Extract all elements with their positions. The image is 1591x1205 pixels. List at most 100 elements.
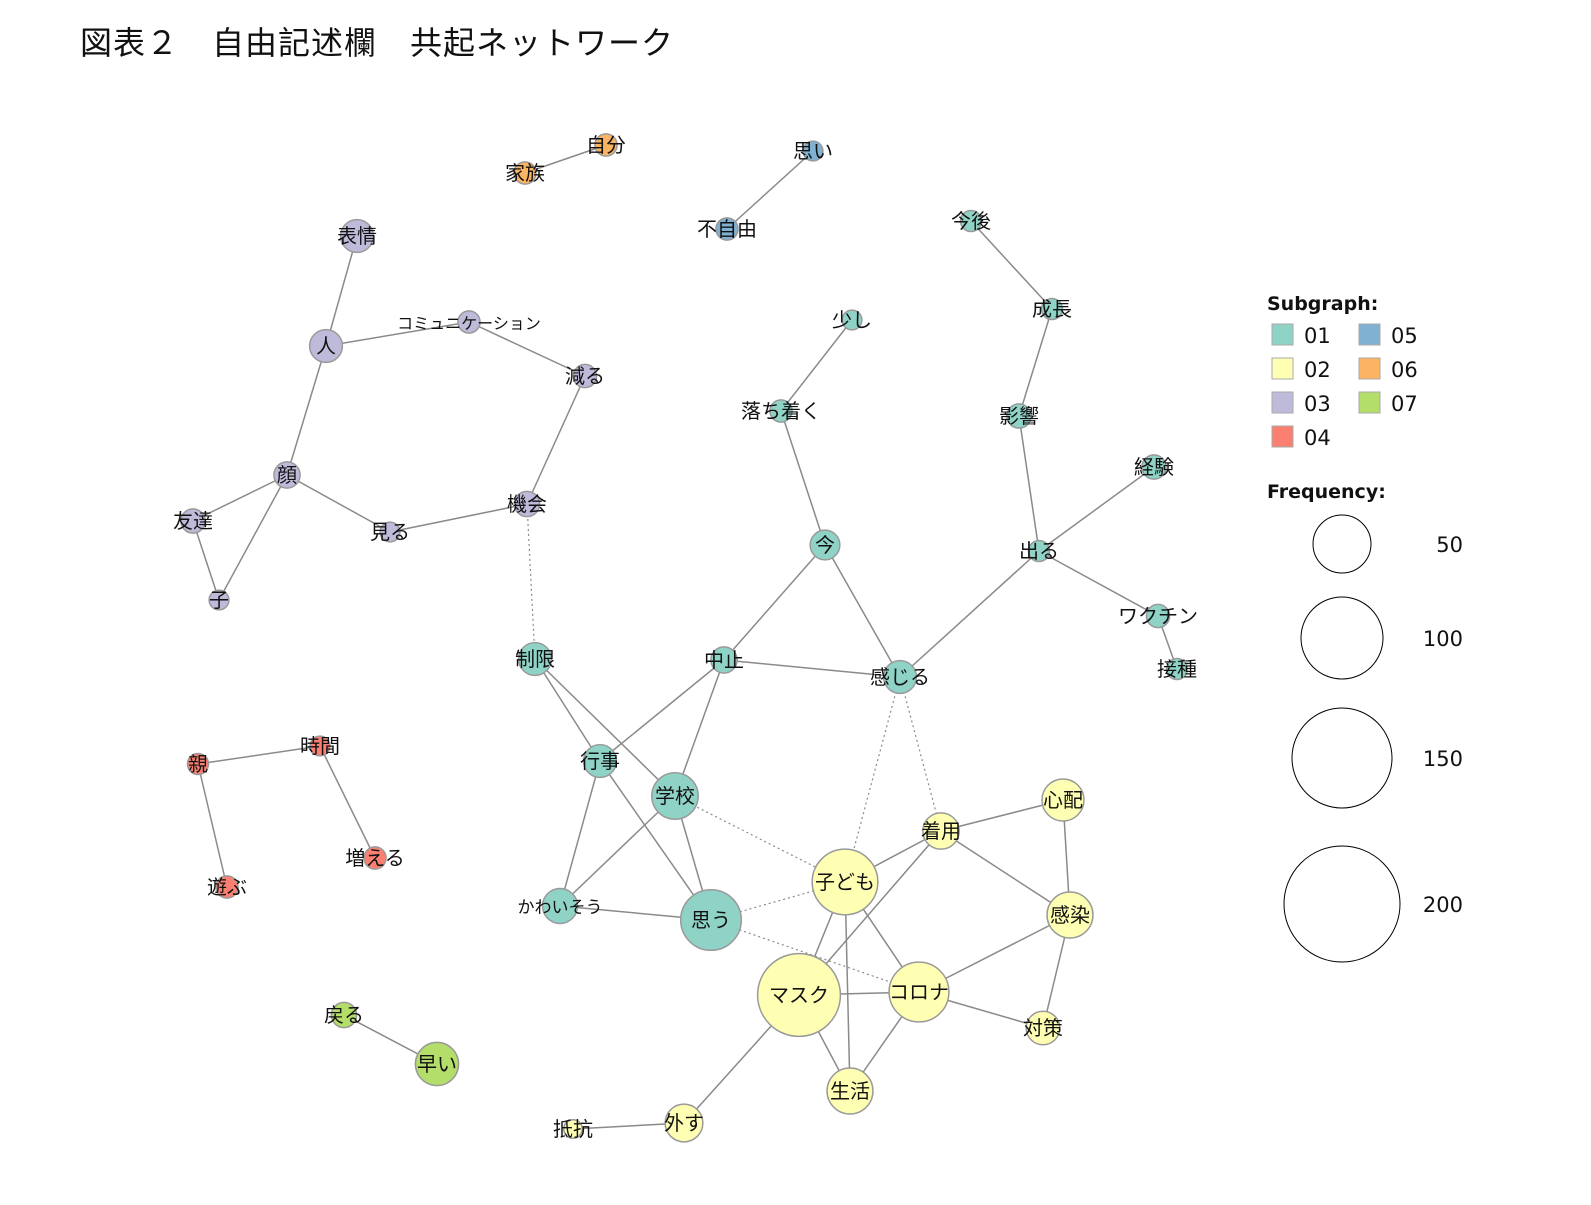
node-自分: 自分 xyxy=(586,133,626,157)
node-label: 生活 xyxy=(830,1079,870,1103)
node-感染: 感染 xyxy=(1046,891,1094,939)
node-circle xyxy=(1040,297,1064,321)
node-label: 戻る xyxy=(324,1003,364,1027)
node-circle xyxy=(363,846,387,870)
node-機会: 機会 xyxy=(507,490,547,518)
edge-親-時間 xyxy=(197,745,321,765)
node-label: 自分 xyxy=(586,133,626,157)
node-circle xyxy=(414,1041,460,1087)
node-label: 心配 xyxy=(1043,788,1083,812)
edge-人-コミュニケーション xyxy=(325,321,470,347)
node-外す: 外す xyxy=(664,1103,704,1143)
legend-swatch-05 xyxy=(1358,323,1381,346)
edge-感じる-着用 xyxy=(899,676,942,832)
edge-落ち着く-今 xyxy=(780,410,826,546)
node-circle xyxy=(379,521,401,543)
node-circle xyxy=(1006,403,1032,429)
node-遊ぶ: 遊ぶ xyxy=(207,875,247,899)
node-circle xyxy=(572,363,598,389)
node-label: 不自由 xyxy=(697,217,757,241)
node-label: 機会 xyxy=(507,492,547,516)
node-circle xyxy=(330,1001,358,1029)
node-着用: 着用 xyxy=(921,812,961,850)
node-circle xyxy=(180,508,206,534)
node-circle xyxy=(715,217,739,241)
node-label: 友達 xyxy=(173,509,213,533)
chart-title: 図表２ 自由記述欄 共起ネットワーク xyxy=(80,24,675,62)
node-label: コミュニケーション xyxy=(397,314,541,333)
node-コミュニケーション: コミュニケーション xyxy=(397,310,541,334)
node-制限: 制限 xyxy=(515,641,555,677)
node-成長: 成長 xyxy=(1032,297,1072,321)
node-label: 感染 xyxy=(1050,903,1090,927)
legend-subgraph-title: Subgraph: xyxy=(1267,293,1378,315)
edge-行事-思う xyxy=(599,760,712,921)
node-接種: 接種 xyxy=(1157,657,1197,681)
edge-時間-増える xyxy=(319,745,376,859)
node-circle xyxy=(513,161,537,185)
legend-label-03: 03 xyxy=(1304,392,1331,416)
edge-不自由-思い xyxy=(726,150,814,230)
edge-家族-自分 xyxy=(524,144,607,174)
node-減る: 減る xyxy=(565,363,605,389)
edge-友達-子 xyxy=(192,520,220,601)
node-circle xyxy=(664,1103,704,1143)
node-circle xyxy=(882,659,918,695)
node-circle xyxy=(541,887,579,925)
node-circle xyxy=(826,1067,874,1115)
node-circle xyxy=(457,310,481,334)
node-circle xyxy=(308,328,344,364)
edge-制限-行事 xyxy=(534,658,601,762)
node-circle xyxy=(841,309,863,331)
node-label: 成長 xyxy=(1032,297,1072,321)
node-見る: 見る xyxy=(370,520,410,544)
edge-制限-学校 xyxy=(534,658,676,797)
node-label: 少し xyxy=(832,308,872,332)
node-label: 子 xyxy=(209,588,229,612)
node-label: 感じる xyxy=(870,665,930,689)
node-顔: 顔 xyxy=(273,461,301,489)
legend-size-label-100: 100 xyxy=(1423,627,1463,651)
node-戻る: 戻る xyxy=(324,1001,364,1029)
edge-顔-友達 xyxy=(192,474,288,522)
edge-見る-機会 xyxy=(389,503,528,533)
node-label: 抵抗 xyxy=(553,1117,593,1141)
edge-減る-機会 xyxy=(526,375,586,505)
node-label: 思い xyxy=(793,139,833,163)
edge-影響-出る xyxy=(1018,415,1040,552)
node-出る: 出る xyxy=(1019,539,1059,563)
node-label: 今後 xyxy=(951,209,991,233)
node-対策: 対策 xyxy=(1023,1010,1063,1046)
edge-人-顔 xyxy=(286,345,327,476)
node-circle xyxy=(517,641,553,677)
node-今: 今 xyxy=(809,529,841,561)
node-少し: 少し xyxy=(832,308,872,332)
node-circle xyxy=(651,772,699,820)
node-label: 出る xyxy=(1019,539,1059,563)
node-label: コロナ xyxy=(889,980,949,1004)
node-子ども: 子ども xyxy=(811,848,879,916)
node-circle xyxy=(1025,1010,1061,1046)
node-label: 家族 xyxy=(505,161,545,185)
edge-着用-感染 xyxy=(940,830,1071,916)
node-circle xyxy=(1145,603,1171,629)
node-circle xyxy=(186,752,210,776)
node-label: 顔 xyxy=(277,463,297,487)
legend-label-07: 07 xyxy=(1391,392,1418,416)
node-中止: 中止 xyxy=(704,646,744,674)
node-label: 学校 xyxy=(655,784,695,808)
legend-size-circle-100 xyxy=(1300,596,1384,680)
node-circle xyxy=(756,952,842,1038)
legend-label-01: 01 xyxy=(1304,324,1331,348)
node-circle xyxy=(273,461,301,489)
node-circle xyxy=(513,490,541,518)
edge-親-遊ぶ xyxy=(197,763,228,888)
node-label: 接種 xyxy=(1157,657,1197,681)
edge-感じる-子ども xyxy=(844,676,901,883)
node-label: 制限 xyxy=(515,647,555,671)
legend-size-label-50: 50 xyxy=(1436,533,1463,557)
node-label: 人 xyxy=(316,334,336,358)
node-circle xyxy=(1046,891,1094,939)
